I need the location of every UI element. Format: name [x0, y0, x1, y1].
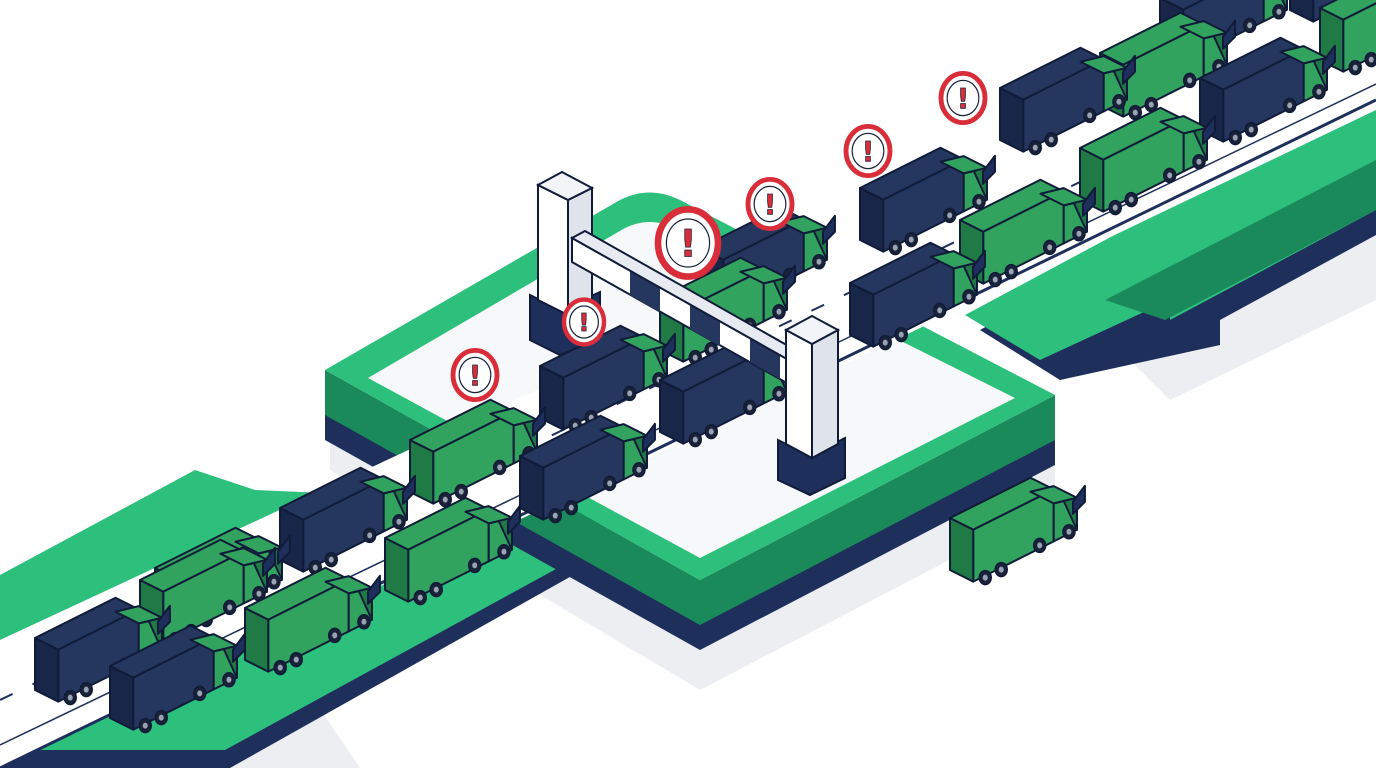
truck-windshield	[1081, 186, 1096, 217]
truck-container-top	[1319, 0, 1376, 21]
truck-windshield	[261, 546, 276, 577]
gate-post-right	[777, 314, 846, 497]
truck-windshield	[981, 154, 996, 185]
cargo-truck-icon	[999, 46, 1136, 156]
cargo-truck-icon	[109, 624, 246, 734]
cargo-truck-icon	[949, 476, 1086, 586]
truck-windshield	[231, 632, 246, 663]
cargo-truck-icon	[384, 496, 521, 606]
truck-windshield	[781, 264, 796, 295]
truck-windshield	[156, 604, 171, 635]
truck-windshield	[1121, 54, 1136, 85]
truck-windshield	[276, 534, 291, 565]
alert-glyph: !	[679, 222, 696, 266]
boom-barrier	[569, 229, 825, 398]
truck-windshield	[401, 474, 416, 505]
cargo-truck-icon	[34, 596, 171, 706]
cargo-truck-icon	[519, 414, 656, 524]
exclamation-circle-icon: !	[745, 176, 795, 232]
cargo-truck-icon	[539, 324, 676, 434]
cargo-truck-icon	[244, 566, 381, 676]
cargo-truck-icon	[1079, 106, 1216, 216]
truck-windshield	[1071, 484, 1086, 515]
right-platform	[965, 95, 1376, 380]
exclamation-circle-icon: !	[450, 347, 500, 403]
exclamation-circle-icon: !	[654, 206, 722, 280]
alert-glyph: !	[764, 189, 777, 221]
truck-windshield	[821, 214, 836, 245]
cargo-truck-icon	[1199, 36, 1336, 146]
alert-glyph: !	[862, 136, 875, 168]
cargo-truck-icon	[849, 241, 986, 351]
exclamation-circle-icon: !	[561, 297, 607, 347]
alert-glyph: !	[957, 83, 970, 115]
truck-windshield	[971, 249, 986, 280]
exclamation-circle-icon: !	[938, 70, 988, 126]
truck-windshield	[1201, 114, 1216, 145]
truck-windshield	[366, 574, 381, 605]
truck-windshield	[506, 504, 521, 535]
cargo-truck-icon	[1319, 0, 1376, 76]
truck-windshield	[641, 422, 656, 453]
truck-container-rear	[1289, 0, 1315, 23]
cargo-truck-icon	[859, 146, 996, 256]
alert-glyph: !	[578, 308, 589, 337]
truck-container-top	[1161, 0, 1205, 11]
truck-windshield	[1221, 19, 1236, 50]
alert-glyph: !	[469, 360, 482, 392]
truck-windshield	[1321, 44, 1336, 75]
exclamation-circle-icon: !	[843, 123, 893, 179]
truck-windshield	[531, 406, 546, 437]
truck-windshield	[661, 332, 676, 363]
truck-cab-front	[1281, 0, 1288, 11]
alerts-layer: !!!!!!	[450, 70, 988, 403]
